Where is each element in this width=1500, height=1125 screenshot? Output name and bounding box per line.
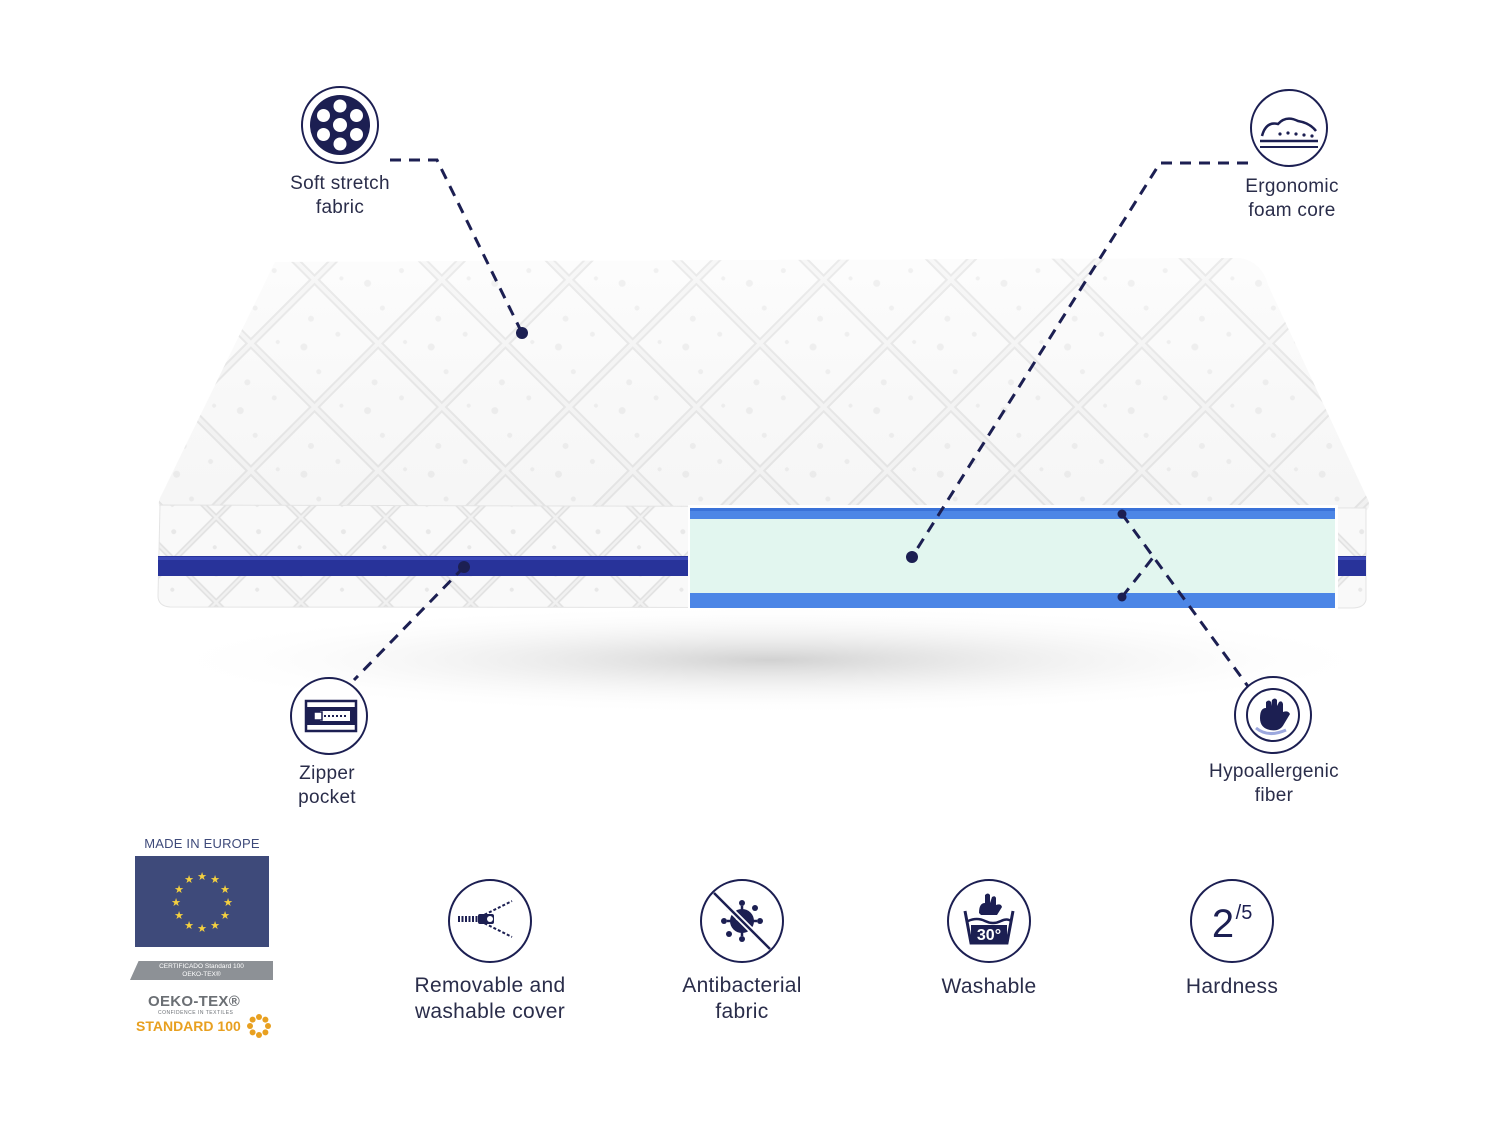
callout-ergonomic: Ergonomic foam core (1222, 175, 1362, 223)
svg-text:★: ★ (174, 910, 184, 922)
svg-text:★: ★ (184, 920, 194, 932)
hand-fiber-icon (1234, 676, 1312, 754)
feature-removable: Removable and washable cover (380, 973, 600, 1025)
svg-text:★: ★ (184, 874, 194, 886)
svg-text:★: ★ (197, 871, 207, 883)
svg-text:★: ★ (210, 874, 220, 886)
callout-line-soft-stretch (390, 158, 524, 334)
svg-text:★: ★ (223, 897, 233, 909)
wash-temp: 30° (977, 927, 1001, 944)
callout-dot (516, 327, 528, 339)
body-contour-icon (1250, 89, 1328, 167)
callout-dot (1117, 592, 1127, 602)
hardness-value: 2 (1212, 902, 1234, 946)
callout-label-line: foam core (1248, 200, 1336, 221)
oeko-flower-icon (246, 1013, 272, 1039)
svg-text:★: ★ (171, 897, 181, 909)
zipper-icon (290, 677, 368, 755)
callout-label-line: Soft stretch (290, 173, 390, 194)
callout-line-zipper (352, 565, 466, 682)
callout-dot (458, 561, 470, 573)
feature-label-line: Removable and (414, 974, 566, 997)
cert-line: OEKO-TEX® (182, 971, 221, 978)
oeko-tex-standard: STANDARD 100 (136, 1018, 241, 1034)
hardness-scale: /5 (1236, 902, 1253, 924)
svg-text:★: ★ (197, 923, 207, 935)
feature-hardness: Hardness (1122, 974, 1342, 1000)
mattress-illustration (150, 158, 1390, 715)
svg-text:★: ★ (220, 884, 230, 896)
mattress-shadow (150, 605, 1390, 715)
zipper-pull-icon (448, 879, 532, 963)
feature-antibacterial: Antibacterial fabric (632, 973, 852, 1025)
svg-text:★: ★ (220, 910, 230, 922)
callout-label-line: Ergonomic (1245, 176, 1339, 197)
cert-line: CERTIFICADO Standard 100 (159, 963, 244, 970)
callout-soft-stretch: Soft stretch fabric (270, 172, 410, 220)
wash-30-icon: 30° (947, 879, 1031, 963)
svg-text:★: ★ (210, 920, 220, 932)
callout-zipper: Zipper pocket (257, 762, 397, 810)
feature-label-line: Antibacterial (682, 974, 802, 997)
feature-label-line: washable cover (414, 1000, 566, 1023)
callout-label-line: pocket (298, 787, 356, 808)
callout-line-hypo-2 (1120, 554, 1157, 598)
no-bacteria-icon (700, 879, 784, 963)
callout-label-line: Hypoallergenic (1209, 761, 1339, 782)
foam-core-cutaway (688, 505, 1338, 609)
callout-dot (906, 551, 918, 563)
callout-label-line: Zipper (299, 763, 355, 784)
feature-label-line: fabric (715, 1000, 769, 1023)
made-in-europe-title: MADE IN EUROPE (144, 836, 260, 851)
callout-label-line: fabric (315, 197, 365, 218)
feature-label-line: Washable (941, 975, 1037, 998)
feature-washable: Washable (879, 974, 1099, 1000)
callout-line-ergonomic (910, 161, 1248, 558)
fabric-dots-icon (301, 86, 379, 164)
eu-flag: ★★★★ ★★★★ ★★★★ (135, 856, 269, 947)
callout-line-hypoallergenic (1120, 513, 1260, 701)
callout-dot (1117, 509, 1127, 519)
svg-text:★: ★ (174, 884, 184, 896)
oeko-tex-tagline: CONFIDENCE IN TEXTILES (158, 1010, 234, 1016)
cert-ribbon: CERTIFICADO Standard 100 OEKO-TEX® (130, 961, 273, 980)
hardness-icon: 2 /5 (1190, 879, 1274, 963)
callout-hypoallergenic: Hypoallergenic fiber (1194, 760, 1354, 808)
callout-label-line: fiber (1254, 785, 1294, 806)
feature-label-line: Hardness (1185, 975, 1279, 998)
oeko-tex-brand: OEKO-TEX® (148, 993, 241, 1010)
